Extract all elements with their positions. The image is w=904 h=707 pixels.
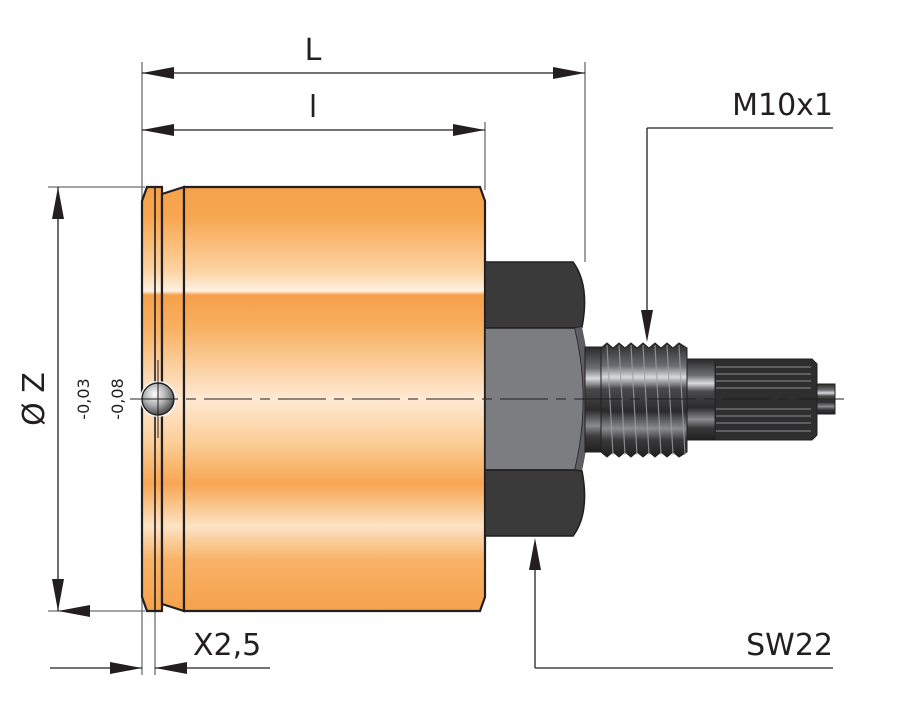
label-tolerance-upper: -0,03 <box>74 378 93 419</box>
arrow-up <box>52 187 64 219</box>
label-thread: M10x1 <box>732 88 833 123</box>
label-overall-length: L <box>305 33 322 68</box>
arrow-down <box>52 579 64 611</box>
dimension-overall-length: L <box>142 33 585 79</box>
dimension-groove-width: X2,5 <box>50 628 270 674</box>
wrench-size-callout: SW22 <box>529 538 833 669</box>
label-diameter: Ø Z <box>17 372 52 426</box>
thread-section <box>584 342 716 458</box>
label-body-length: l <box>309 90 317 125</box>
dimension-body-length: l <box>142 90 485 136</box>
dimension-diameter: Ø Z -0,03 -0,08 <box>17 187 127 617</box>
thread-callout: M10x1 <box>641 88 833 342</box>
label-wrench-size: SW22 <box>746 628 833 663</box>
label-tolerance-lower: -0,08 <box>108 378 127 419</box>
label-groove-width: X2,5 <box>193 628 261 663</box>
